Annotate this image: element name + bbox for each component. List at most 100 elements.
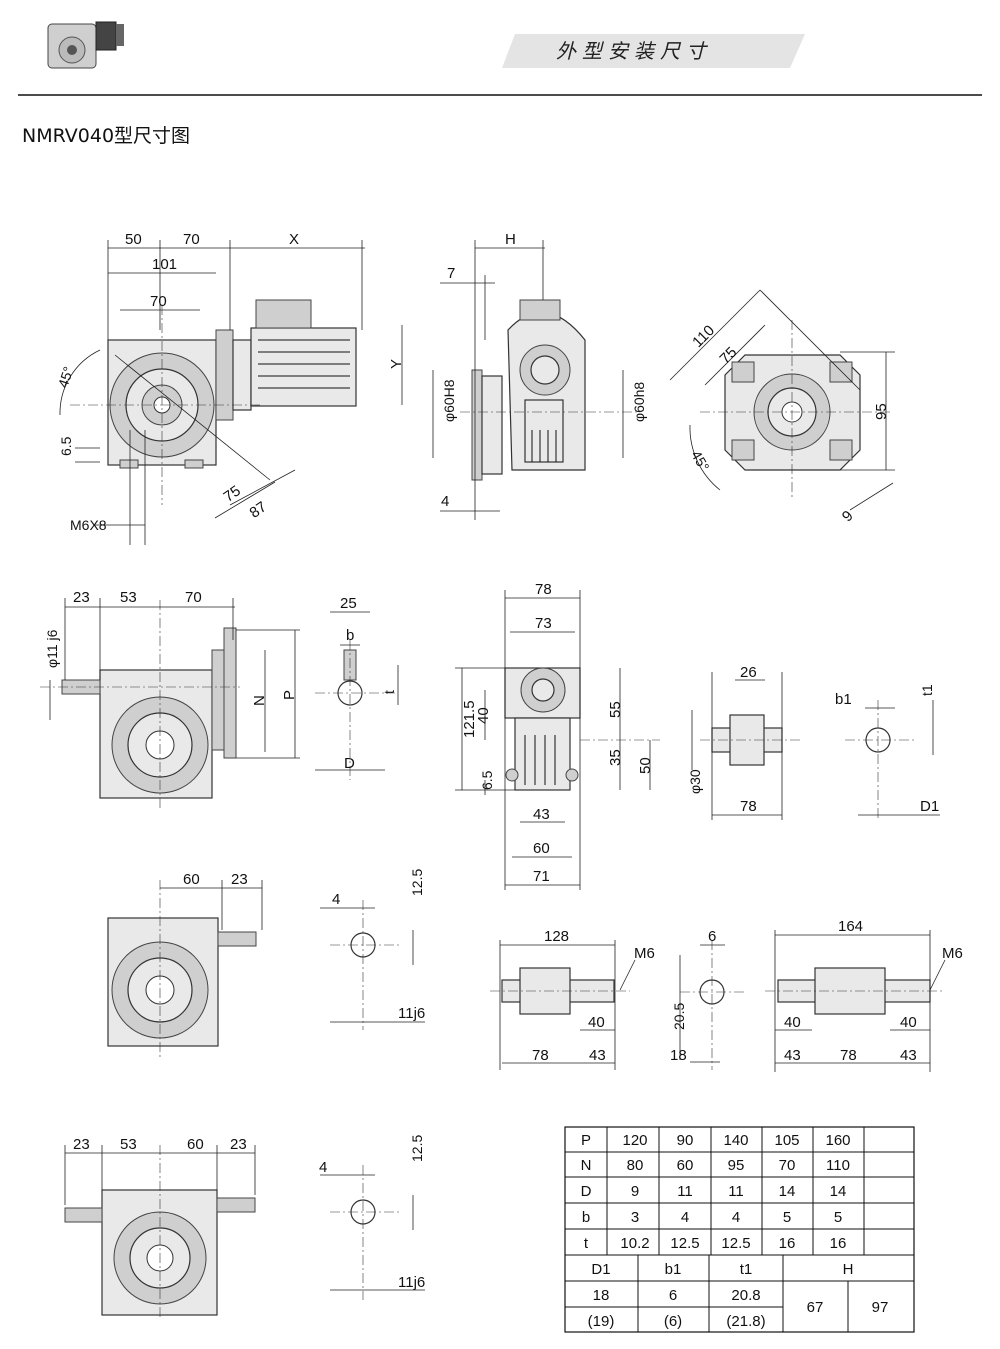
table-cell: 11 — [728, 1183, 744, 1200]
table-cell: 70 — [779, 1157, 796, 1174]
table-row-label: N — [581, 1157, 592, 1174]
dim-78-shaft2: 78 — [532, 1047, 549, 1064]
dim-53-r4: 53 — [120, 1136, 137, 1153]
dim-phi60h8: φ60h8 — [631, 382, 647, 422]
view-gearbox-motor — [59, 240, 403, 545]
dim-23-r3: 23 — [231, 871, 248, 888]
dim-40-shaft2: 40 — [588, 1014, 605, 1031]
view-double-shaft — [765, 930, 946, 1072]
dim-b1: b1 — [835, 691, 852, 708]
dim-23-r4b: 23 — [230, 1136, 247, 1153]
table-lower-cell: 20.8 — [731, 1287, 760, 1304]
table-cell: 120 — [622, 1132, 647, 1149]
header-product-photo — [47, 21, 124, 69]
dim-M6-right: M6 — [942, 945, 963, 962]
angle-45-left: 45° — [55, 365, 77, 390]
table-cell: 5 — [834, 1209, 842, 1226]
view-keyway-shaft — [845, 700, 940, 820]
dimension-table — [564, 1126, 915, 1333]
dim-40-shaft3a: 40 — [784, 1014, 801, 1031]
table-cell: 14 — [779, 1183, 796, 1200]
dim-55: 55 — [607, 701, 624, 718]
dim-60-r3: 60 — [183, 871, 200, 888]
table-row-label: b — [582, 1209, 590, 1226]
table-cell: 60 — [677, 1157, 694, 1174]
table-lower-header: t1 — [740, 1261, 753, 1278]
table-cell: 10.2 — [620, 1235, 649, 1252]
table-lower-cell: (21.8) — [726, 1313, 765, 1330]
table-cell: 90 — [677, 1132, 694, 1149]
dim-110: 110 — [689, 322, 718, 351]
dim-phi30: φ30 — [687, 769, 703, 794]
view-gearbox-front — [455, 590, 660, 890]
table-cell: 110 — [826, 1157, 850, 1174]
dim-phi60H8: φ60H8 — [441, 379, 457, 422]
table-cell: 9 — [631, 1183, 639, 1200]
dim-43-shaft2: 43 — [589, 1047, 606, 1064]
dim-53-mid: 53 — [120, 589, 137, 606]
table-cell: 3 — [631, 1209, 639, 1226]
dim-40-shaft3b: 40 — [900, 1014, 917, 1031]
dim-35: 35 — [607, 749, 624, 766]
dim-X: X — [289, 231, 299, 248]
dim-60-r4: 60 — [187, 1136, 204, 1153]
dim-78-front: 78 — [535, 581, 552, 598]
dim-18: 18 — [670, 1047, 687, 1064]
dim-70-top: 70 — [183, 231, 200, 248]
table-cell: 16 — [830, 1235, 847, 1252]
table-cell: 11 — [677, 1183, 693, 1200]
page-title: NMRV040型尺寸图 — [22, 125, 190, 147]
dim-N: N — [251, 695, 268, 706]
dim-23-r4a: 23 — [73, 1136, 90, 1153]
view-keyway-r3 — [320, 900, 425, 1030]
dim-D1: D1 — [920, 798, 939, 815]
table-cell: 80 — [627, 1157, 644, 1174]
dim-40-front: 40 — [475, 707, 492, 724]
view-hollow-shaft — [691, 672, 800, 820]
dim-164: 164 — [838, 918, 863, 935]
dim-H: H — [505, 231, 516, 248]
dim-50-front: 50 — [637, 757, 654, 774]
view-keyway-bore — [315, 611, 399, 780]
table-row-label: t — [584, 1235, 589, 1252]
view-keyway-shaft-end — [679, 940, 745, 1070]
table-row-label: D — [581, 1183, 592, 1200]
dim-70-inner: 70 — [150, 293, 167, 310]
section-title-banner — [502, 34, 805, 68]
dim-D: D — [344, 755, 355, 772]
dim-6-5: 6.5 — [58, 436, 74, 456]
table-lower-cell: (19) — [588, 1313, 615, 1330]
dim-M6X8: M6X8 — [70, 517, 107, 533]
dim-phi11j6: φ11 j6 — [44, 629, 60, 668]
view-keyway-r4 — [320, 1165, 425, 1300]
dim-M6-left: M6 — [634, 945, 655, 962]
dim-t: t — [381, 690, 397, 694]
view-single-shaft — [490, 940, 636, 1070]
table-lower-cell: 6 — [669, 1287, 677, 1304]
dim-4-r3: 4 — [332, 891, 340, 908]
table-row-label: P — [581, 1132, 591, 1149]
dim-9: 9 — [839, 507, 857, 525]
dim-43-shaft3a: 43 — [784, 1047, 801, 1064]
table-cell: 4 — [732, 1209, 740, 1226]
table-cell: 140 — [723, 1132, 748, 1149]
view-gearbox-input-shaft — [40, 598, 300, 810]
table-cell: 5 — [783, 1209, 791, 1226]
dim-43-front: 43 — [533, 806, 550, 823]
dim-121-5: 121.5 — [461, 700, 478, 738]
dim-12-5-r3: 12.5 — [409, 869, 425, 896]
table-h-value: 67 — [807, 1299, 824, 1316]
view-gearbox-side — [432, 240, 640, 520]
dim-20-5: 20.5 — [671, 1003, 687, 1030]
dim-b: b — [346, 627, 354, 644]
angle-45-right: 45° — [688, 448, 712, 474]
dim-P: P — [281, 690, 298, 700]
dim-23-mid: 23 — [73, 589, 90, 606]
dim-6: 6 — [708, 928, 716, 945]
dim-75-diag: 75 — [220, 482, 243, 505]
view-gearbox-output-right — [107, 880, 263, 1060]
table-lower-header: H — [843, 1261, 854, 1278]
dim-4-r4: 4 — [319, 1159, 327, 1176]
dim-11j6-r3: 11j6 — [398, 1005, 425, 1022]
dim-128: 128 — [544, 928, 569, 945]
